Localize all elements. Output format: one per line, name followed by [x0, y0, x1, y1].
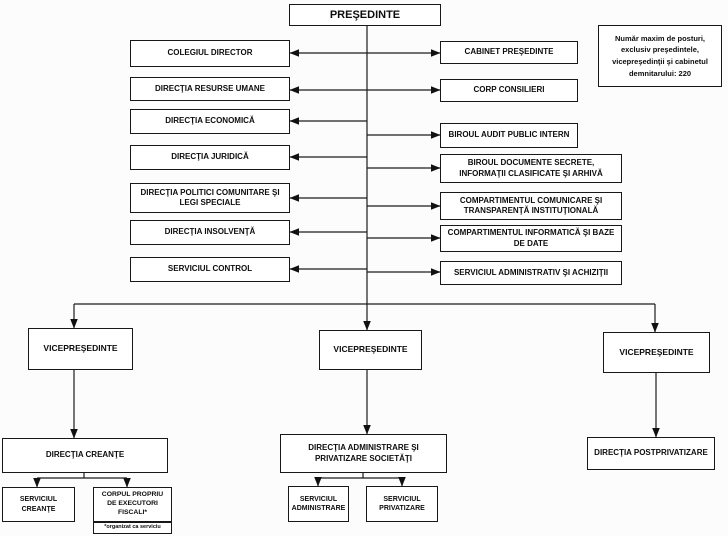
- unit-box-corpul-propriu-executori-fiscali: CORPUL PROPRIU DE EXECUTORI FISCALI*: [93, 487, 172, 522]
- unit-box-serviciul-control: SERVICIUL CONTROL: [130, 257, 290, 282]
- unit-box-biroul-documente-secrete: BIROUL DOCUMENTE SECRETE, INFORMAŢII CLA…: [440, 154, 622, 183]
- unit-box-biroul-audit-public-intern: BIROUL AUDIT PUBLIC INTERN: [440, 123, 578, 148]
- unit-box-serviciul-administrativ: SERVICIUL ADMINISTRATIV ŞI ACHIZIŢII: [440, 261, 622, 285]
- unit-box-corp-consilieri: CORP CONSILIERI: [440, 79, 578, 102]
- unit-box-directia-economica: DIRECŢIA ECONOMICĂ: [130, 109, 290, 134]
- unit-box-directia-resurse-umane: DIRECŢIA RESURSE UMANE: [130, 77, 290, 101]
- vicepresident-box-right: VICEPREŞEDINTE: [603, 332, 710, 373]
- unit-box-compartimentul-comunicare: COMPARTIMENTUL COMUNICARE ŞI TRANSPARENŢ…: [440, 192, 622, 220]
- footnote-organizat-ca-serviciu: *organizat ca serviciu: [93, 522, 172, 534]
- direction-box-directia-administrare-privatizare: DIRECŢIA ADMINISTRARE ŞI PRIVATIZARE SOC…: [280, 434, 447, 473]
- direction-box-directia-creante: DIRECŢIA CREANŢE: [2, 438, 168, 473]
- unit-box-serviciul-administrare: SERVICIUL ADMINISTRARE: [288, 486, 349, 522]
- president-box: PREŞEDINTE: [289, 4, 441, 26]
- direction-box-directia-postprivatizare: DIRECŢIA POSTPRIVATIZARE: [587, 437, 715, 470]
- unit-box-serviciul-creante: SERVICIUL CREANŢE: [2, 487, 75, 522]
- unit-box-compartimentul-informatica: COMPARTIMENTUL INFORMATICĂ ŞI BAZE DE DA…: [440, 225, 622, 252]
- unit-box-directia-politici-comunitare: DIRECŢIA POLITICI COMUNITARE ŞI LEGI SPE…: [130, 183, 290, 213]
- unit-box-cabinet-presedinte: CABINET PREŞEDINTE: [440, 41, 578, 64]
- vicepresident-box-middle: VICEPREŞEDINTE: [319, 330, 422, 370]
- unit-box-directia-juridica: DIRECŢIA JURIDICĂ: [130, 145, 290, 170]
- max-posts-note: Număr maxim de posturi, exclusiv preşedi…: [598, 25, 722, 87]
- unit-box-serviciul-privatizare: SERVICIUL PRIVATIZARE: [366, 486, 438, 522]
- vicepresident-box-left: VICEPREŞEDINTE: [28, 328, 133, 370]
- unit-box-colegiul-director: COLEGIUL DIRECTOR: [130, 40, 290, 67]
- unit-box-directia-insolventa: DIRECŢIA INSOLVENŢĂ: [130, 220, 290, 245]
